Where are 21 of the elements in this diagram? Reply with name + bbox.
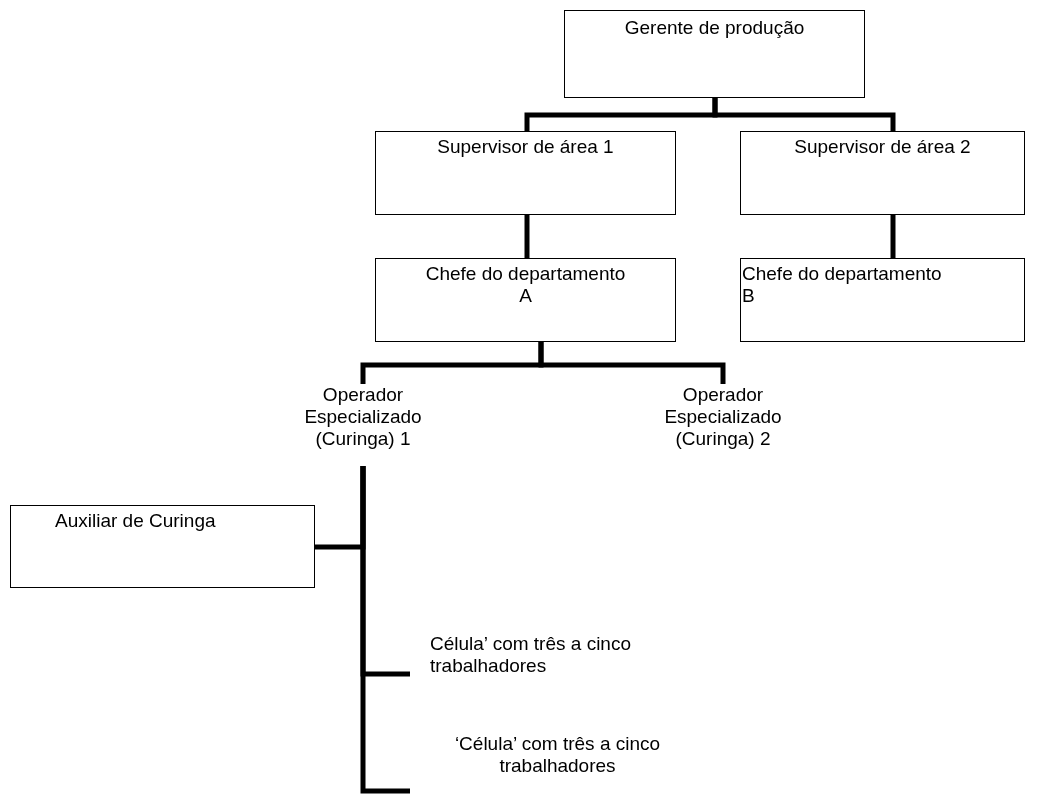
org-box (740, 131, 1025, 215)
box-label: Auxiliar de Curinga (55, 510, 217, 532)
role-label: Operador Especializado (Curinga) 2 (663, 384, 783, 450)
connector-line (890, 215, 896, 258)
team-label: ‘Célula’ com três a cinco trabalhadores (453, 733, 662, 777)
box-label: Gerente de produção (623, 17, 806, 39)
box-label: Supervisor de área 2 (793, 136, 972, 158)
org-box (740, 258, 1025, 342)
org-box (10, 505, 315, 588)
team-label: Célula’ com três a cinco trabalhadores (430, 633, 632, 677)
connector-line (712, 98, 896, 131)
connector-line (538, 342, 726, 384)
box-label: Chefe do departamento B (742, 263, 943, 307)
role-label: Operador Especializado (Curinga) 1 (303, 384, 423, 450)
connector-line (360, 466, 410, 794)
box-label: Chefe do departamento A (424, 263, 627, 307)
org-box (375, 131, 676, 215)
connector-line (524, 215, 530, 258)
org-box (375, 258, 676, 342)
box-label: Supervisor de área 1 (436, 136, 615, 158)
org-box (564, 10, 865, 98)
